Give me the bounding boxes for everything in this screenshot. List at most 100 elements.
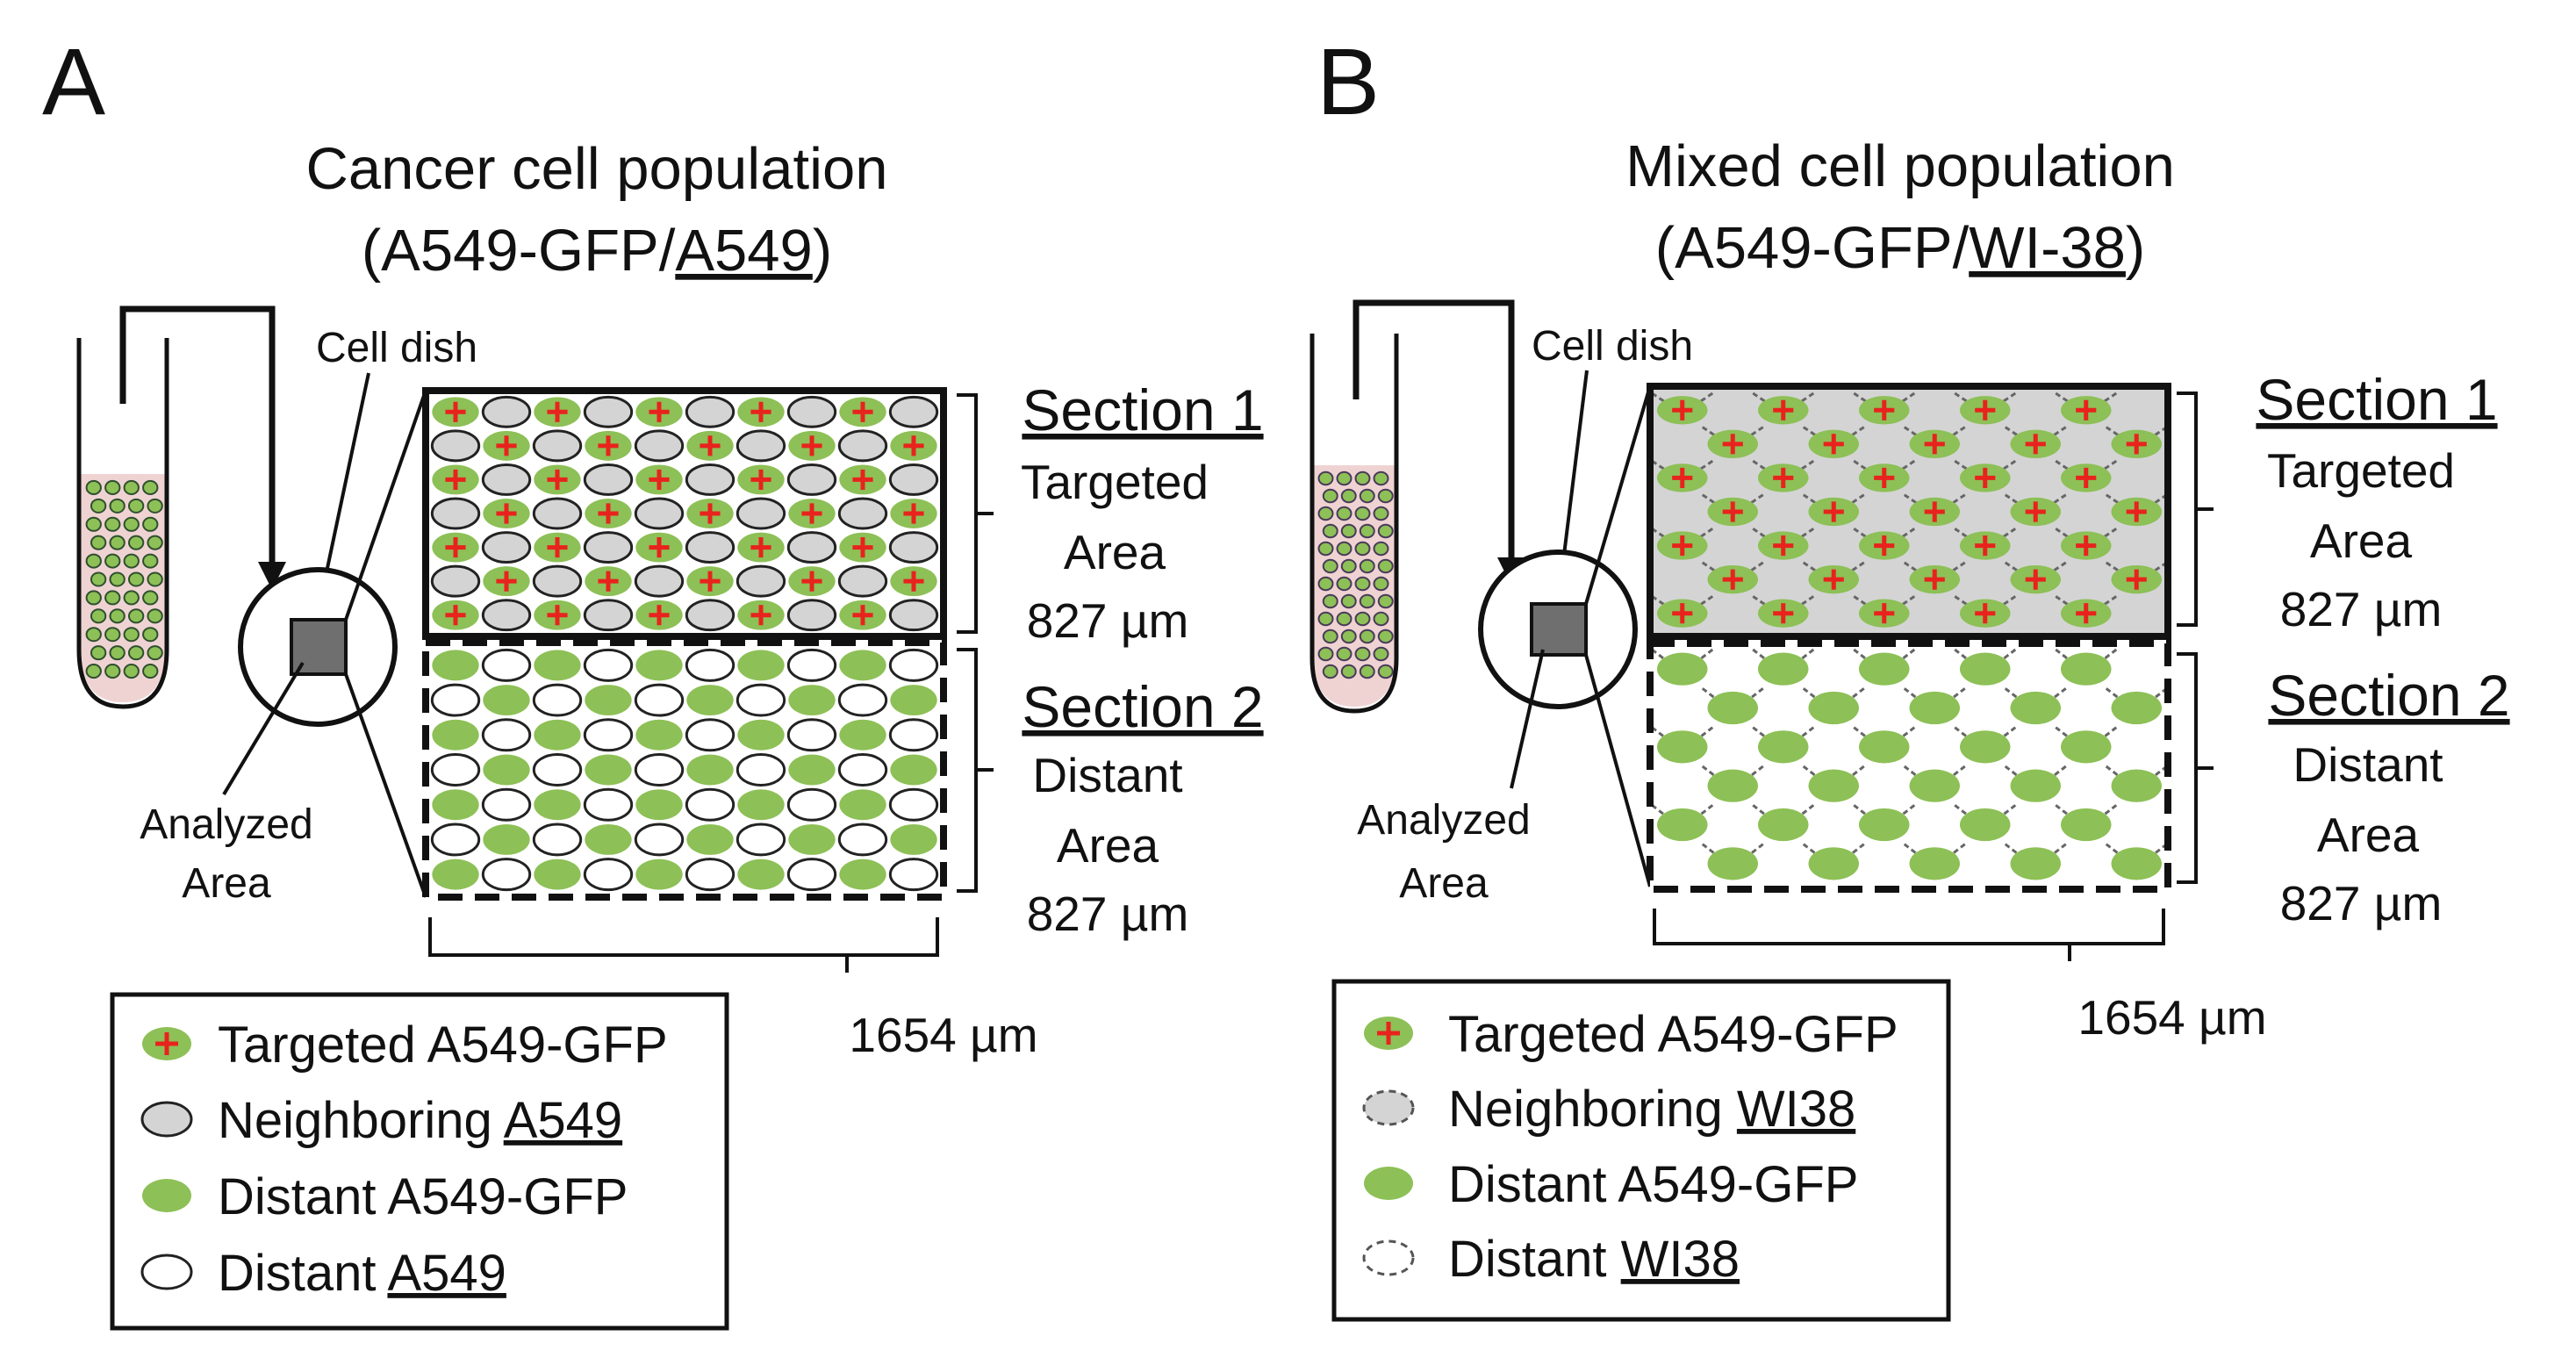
section1-line2-b: Area	[2310, 514, 2413, 568]
cell-b	[430, 497, 481, 530]
gfp-cell	[1707, 769, 1758, 802]
tube-cell	[123, 590, 140, 606]
fibroblast-edge	[1752, 392, 1815, 405]
tube-cell	[1317, 646, 1334, 662]
cell-a	[534, 650, 581, 681]
tube-cell	[1354, 646, 1371, 662]
cell-b	[583, 463, 634, 496]
cell-b	[481, 463, 532, 496]
fibroblast-edge	[1802, 765, 1865, 779]
cell-a	[432, 650, 479, 681]
targeted-cross	[801, 435, 822, 456]
tube-cell	[142, 627, 159, 643]
fibroblast-edge	[2004, 493, 2067, 506]
cell-b	[888, 531, 939, 564]
legend-cross-a	[155, 1032, 178, 1055]
legend-item-targeted-a: Targeted A549-GFP	[142, 1017, 668, 1074]
test-tube-a	[76, 338, 169, 709]
section2-line3-a: 827 µm	[1027, 887, 1189, 941]
legend-marker-neighbor-b	[1362, 1089, 1415, 1126]
tube-cell	[1336, 541, 1353, 557]
legend-item-distant-gfp-b: Distant A549-GFP	[1364, 1156, 1858, 1213]
targeted-cross	[598, 571, 619, 592]
tube-cell	[1322, 488, 1338, 504]
tube-cell	[85, 479, 102, 495]
cell-b	[735, 683, 786, 717]
fibroblast-edge	[1752, 648, 1815, 663]
cell-b	[481, 531, 532, 564]
targeted-cross	[750, 537, 771, 558]
width-brace-b	[1653, 909, 2165, 961]
tube-cell	[109, 571, 126, 587]
tube-cell	[1377, 523, 1394, 539]
targeted-cross	[1975, 399, 1996, 420]
section2-line2-b: Area	[2317, 808, 2420, 862]
fibroblast-edge	[2004, 765, 2067, 779]
cell-b	[685, 718, 735, 752]
tube-cell	[109, 645, 126, 661]
fibroblast-edge	[1903, 561, 1966, 574]
cell-b	[583, 648, 634, 682]
cell-b	[786, 718, 837, 752]
fibroblast-edge	[2105, 843, 2168, 858]
section2-line1-b: Distant	[2293, 737, 2443, 792]
gfp-cell	[1909, 847, 1960, 880]
fibroblast-edge	[1701, 493, 1764, 506]
legend-text-distant-gfp-b: Distant A549-GFP	[1448, 1156, 1858, 1213]
tube-cells-b	[1317, 471, 1394, 679]
fibroblast-edge	[1954, 726, 2017, 741]
legend-item-neighbor-b: Neighboring WI38	[1362, 1081, 1855, 1138]
fibroblast-edge	[1701, 426, 1764, 439]
gfp-cell	[2111, 769, 2162, 802]
cell-b	[837, 683, 888, 717]
gfp-cell	[1657, 652, 1708, 686]
targeted-cross	[496, 435, 517, 456]
cell-a	[585, 823, 632, 855]
fibroblast-edge	[1752, 804, 1815, 818]
targeted-cross	[750, 469, 771, 490]
gfp-cell	[2010, 769, 2061, 802]
targeted-cross	[2126, 569, 2147, 590]
gfp-cell	[1909, 691, 1960, 725]
zoom-line-top-b	[1584, 385, 1652, 605]
fibroblast-edge	[1752, 595, 1815, 608]
targeted-cross	[1874, 535, 1895, 557]
tube-cell	[142, 479, 159, 495]
fibroblast-edge	[2105, 426, 2168, 439]
fibroblast-edge	[2055, 392, 2118, 405]
cell-a	[585, 685, 632, 716]
targeted-cross	[2076, 467, 2097, 488]
tube-cell	[1373, 541, 1389, 557]
fibroblast-edge	[1752, 528, 1815, 541]
cell-b	[735, 753, 786, 787]
targeted-cross	[1874, 399, 1895, 420]
cell-a	[737, 789, 785, 821]
fibroblast-edge	[1752, 459, 1815, 472]
legend-text-distant-b-prefix: Distant	[1448, 1231, 1621, 1288]
legend-text-distant-a: Distant A549	[218, 1245, 506, 1302]
gfp-cell	[1758, 730, 1809, 764]
fibroblast-edge	[1802, 493, 1865, 506]
tube-cell	[109, 608, 126, 624]
panel-b-title-line2: (A549-GFP/WI-38)	[1655, 215, 2145, 281]
tube-cell	[123, 553, 140, 569]
zoom-line-bottom-a	[344, 673, 427, 898]
tube-cell	[1359, 523, 1375, 539]
tube-cell	[1317, 541, 1334, 557]
tube-cell	[85, 553, 102, 569]
legend-text-targeted-a: Targeted A549-GFP	[218, 1017, 668, 1074]
targeted-cross	[1773, 399, 1794, 420]
legend-text-neighbor-a-underlined: A549	[504, 1092, 622, 1149]
cell-b	[583, 395, 634, 428]
legend-text-neighbor-b-underlined: WI38	[1737, 1081, 1855, 1138]
legend-text-targeted-b: Targeted A549-GFP	[1448, 1006, 1898, 1063]
legend-text-neighbor-b-prefix: Neighboring	[1448, 1081, 1737, 1138]
legend-text-neighbor-b: Neighboring WI38	[1448, 1081, 1855, 1138]
gfp-cell	[1859, 808, 1910, 842]
legend-cross-b	[1377, 1022, 1400, 1045]
tube-cell	[90, 645, 107, 661]
cell-a	[635, 789, 683, 821]
cell-a	[635, 650, 683, 681]
cell-a	[839, 859, 886, 890]
tube-cell	[142, 664, 159, 679]
